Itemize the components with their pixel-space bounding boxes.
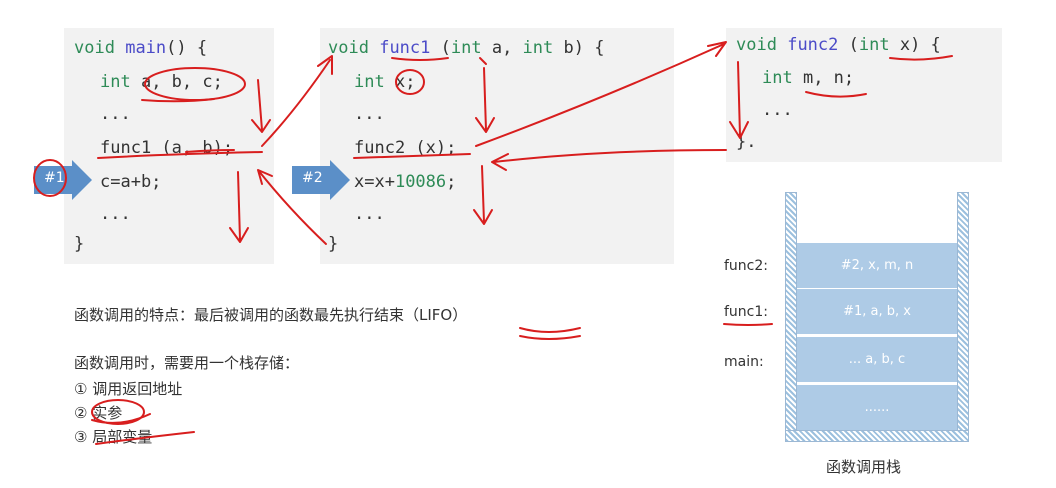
func1-line-7: }	[328, 234, 339, 254]
circle-marker-1	[33, 159, 67, 197]
main-line-7: }	[74, 234, 85, 254]
circle-shican	[91, 399, 145, 425]
stack-label-main: main:	[724, 354, 764, 370]
marker-2-label: #2	[302, 170, 323, 186]
stack-caption: 函数调用栈	[826, 458, 902, 476]
main-line-1: void main() {	[74, 38, 208, 58]
storage-item-1: ① 调用返回地址	[74, 380, 183, 398]
underline-func2-call	[353, 153, 471, 159]
func1-line-3: ...	[354, 104, 385, 124]
underline-jubu	[95, 431, 195, 445]
main-line-6: ...	[100, 204, 131, 224]
lifo-text: LIFO	[419, 306, 453, 324]
marker-1-label: #1	[44, 170, 65, 186]
underline-func1-args	[185, 149, 235, 153]
func1-line-6: ...	[354, 204, 385, 224]
underline-func2-params	[889, 55, 953, 61]
arrow-main-down-2	[229, 171, 249, 243]
storage-item-2: ② 实参	[74, 404, 123, 422]
func1-line-5: x=x+10086;	[354, 172, 457, 192]
call-arrow-to-func2	[475, 41, 727, 147]
stack-frame-main: ... a, b, c	[797, 336, 957, 382]
storage-item-3: ③ 局部变量	[74, 428, 153, 446]
underline-func1-call	[97, 151, 263, 159]
arrow-func1-down-1	[475, 67, 495, 133]
func1-line-4: func2 (x);	[354, 138, 457, 158]
circle-func1-var	[395, 69, 425, 95]
main-line-2: int a, b, c;	[100, 72, 223, 92]
func1-line-1: void func1 (int a, int b) {	[328, 38, 605, 58]
call-arrow-to-func1	[261, 55, 333, 147]
main-line-3: ...	[100, 104, 131, 124]
main-line-5: c=a+b;	[100, 172, 162, 192]
arrow-main-down-1	[251, 79, 271, 133]
marker-1-arrow	[34, 160, 92, 200]
underline-func2-vars	[805, 91, 867, 98]
mark-func1-param	[479, 57, 487, 65]
return-arrow-to-func1	[491, 149, 727, 171]
stack-wall-bottom	[785, 430, 969, 442]
func2-line-1: void func2 (int x) {	[736, 35, 941, 55]
marker-2-arrow	[292, 160, 350, 200]
underline-shican	[91, 413, 151, 424]
func1-code-box	[320, 28, 674, 264]
return-curve-main	[257, 169, 327, 245]
circle-main-vars	[144, 67, 246, 101]
arrow-func2-down	[729, 61, 749, 139]
stack-frame-func1: #1, a, b, x	[797, 288, 957, 334]
func2-line-3: ...	[762, 100, 793, 120]
underline-func1-name	[391, 57, 449, 61]
stack-label-func2: func2:	[724, 258, 768, 274]
func1-line-2: int x;	[354, 72, 416, 92]
arrow-func1-down-2	[473, 165, 493, 225]
func2-line-2: int m, n;	[762, 68, 855, 88]
feature-note: 函数调用的特点：最后被调用的函数最先执行结束（LIFO）	[74, 306, 468, 324]
stack-frame-func2: #2, x, m, n	[797, 242, 957, 288]
main-line-4: func1 (a, b);	[100, 138, 234, 158]
underline-func1-stack-label	[723, 323, 773, 326]
stack-frame-bottom: ......	[797, 384, 957, 430]
underline-lifo	[519, 327, 581, 340]
stack-label-func1: func1:	[724, 304, 768, 320]
underline-main-vars	[141, 98, 215, 103]
storage-note: 函数调用时，需要用一个栈存储：	[74, 354, 300, 372]
